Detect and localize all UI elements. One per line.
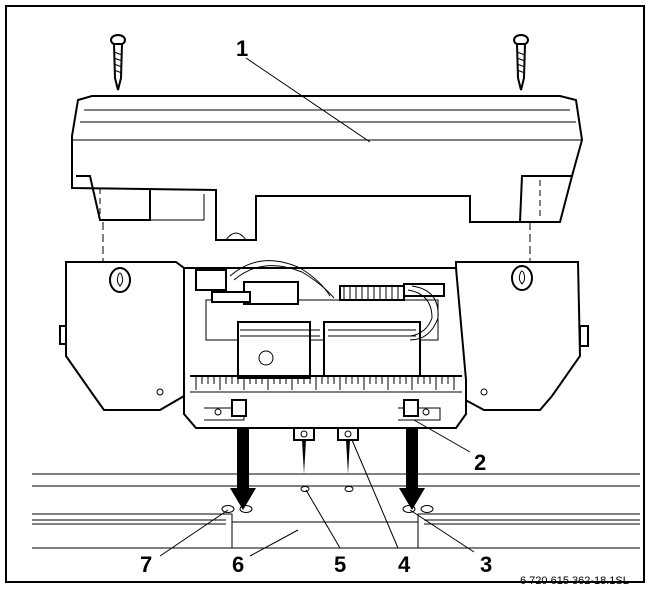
leader-lines (159, 57, 475, 557)
figure-frame (5, 5, 645, 583)
mounting-arrows (230, 428, 425, 510)
callout-2: 2 (474, 450, 486, 475)
top-cover (71, 95, 584, 241)
right-side-housing (454, 261, 589, 411)
control-unit (183, 260, 467, 429)
mounting-holes (221, 486, 434, 513)
callout-3: 3 (480, 552, 492, 577)
callout-7: 7 (140, 552, 152, 577)
clip-pins (302, 440, 350, 474)
document-reference: 6 720 615 362-18.1SL (520, 575, 629, 587)
scale-ticks (195, 376, 455, 390)
callout-4: 4 (398, 552, 411, 577)
left-side-housing (59, 261, 185, 411)
callout-6: 6 (232, 552, 244, 577)
mounting-rail (32, 473, 640, 549)
retaining-clips (293, 427, 359, 441)
alignment-lines (102, 222, 531, 262)
right-screw (513, 34, 529, 91)
left-screw (110, 34, 126, 91)
callout-5: 5 (334, 552, 346, 577)
callout-1: 1 (236, 36, 248, 61)
